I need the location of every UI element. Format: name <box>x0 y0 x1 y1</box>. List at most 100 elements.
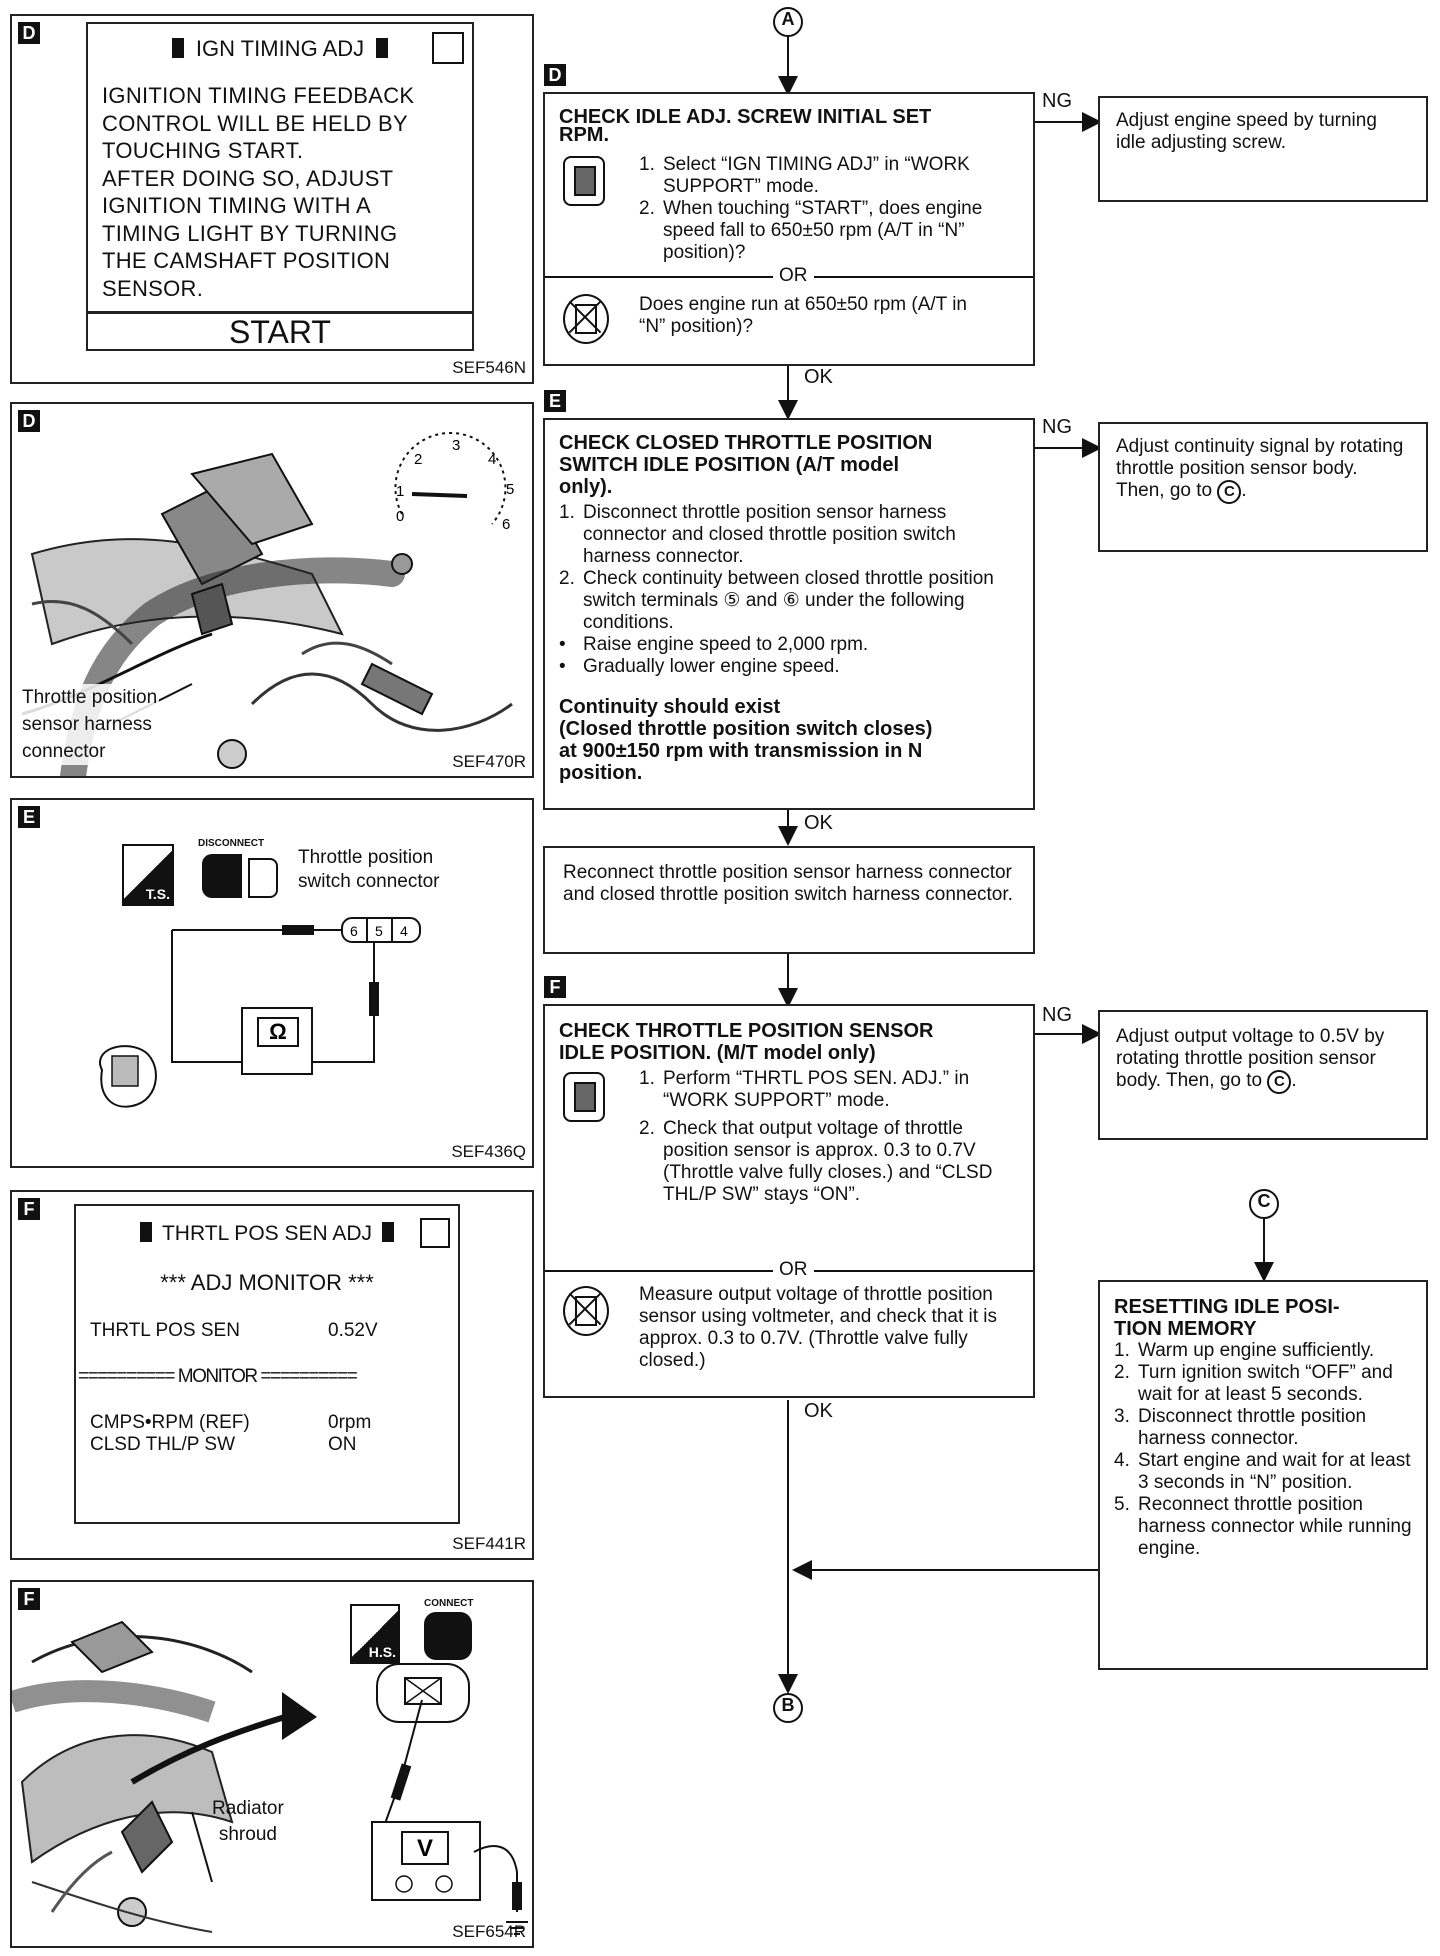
block-mark <box>140 1222 153 1242</box>
screen-message: IGNITION TIMING FEEDBACK CONTROL WILL BE… <box>102 82 414 302</box>
step-title: CHECK THROTTLE POSITION SENSOR IDLE POSI… <box>559 1020 933 1064</box>
sensor-value: 0.52V <box>328 1320 378 1341</box>
gauge-number: 2 <box>414 451 422 468</box>
step-item: 2.Check that output voltage of throttle … <box>639 1118 993 1205</box>
label-line: switch connector <box>298 871 440 892</box>
monitor-row: CLSD THL/P SW <box>90 1434 235 1456</box>
start-button[interactable]: START <box>86 311 474 351</box>
title-line: IDLE POSITION. (M/T model only) <box>559 1042 876 1064</box>
message-line: THE CAMSHAFT POSITION <box>102 248 391 273</box>
ok-label: OK <box>804 812 833 834</box>
engine-photo-illustration: 0 1 2 3 4 5 6 <box>21 432 514 776</box>
step-item: 1.Disconnect throttle position sensor ha… <box>559 502 956 567</box>
pin-number: 6 <box>350 923 358 939</box>
block-mark <box>171 38 184 58</box>
screen-title: IGN TIMING ADJ <box>195 36 365 61</box>
step-item: 1.Warm up engine sufficiently. <box>1114 1340 1375 1361</box>
panel-switch-connector: E T.S. DISCONNECT Throttle position swit… <box>10 798 534 1168</box>
connector-c-ref: C <box>1217 480 1242 504</box>
reconnect-box: Reconnect throttle position sensor harne… <box>543 846 1035 954</box>
step-item: 5.Reconnect throttle position harness co… <box>1114 1494 1412 1559</box>
consult-screen: IGN TIMING ADJ IGNITION TIMING FEEDBACK … <box>86 22 474 314</box>
checkbox-icon[interactable] <box>420 1218 450 1248</box>
step-list: 1.Perform “THRTL POS SEN. ADJ.” in “WORK… <box>639 1068 1019 1206</box>
voltmeter-symbol: V <box>417 1835 433 1862</box>
panel-voltage-check: V F H.S. CONNECT Radiator shroud SEF654R <box>10 1580 534 1948</box>
ng-action-text: . <box>1291 1070 1297 1091</box>
step-item: 1.Select “IGN TIMING ADJ” in “WORK SUPPO… <box>639 154 970 197</box>
tachometer-gauge: 0 1 2 3 4 5 6 <box>394 432 514 533</box>
step-item: 2.Check continuity between closed thrott… <box>559 568 994 633</box>
panel-thrtl-pos-sen-adj: F THRTL POS SEN ADJ *** ADJ MONITOR *** … <box>10 1190 534 1560</box>
monitor-value: 0rpm <box>328 1412 372 1433</box>
hs-label: H.S. <box>368 1644 396 1660</box>
monitor-label: CMPS•RPM (REF) <box>90 1412 250 1433</box>
pin-number: 5 <box>375 923 383 939</box>
figure-code: SEF546N <box>452 358 526 377</box>
checkbox-icon[interactable] <box>432 32 464 64</box>
monitor-row: CMPS•RPM (REF) <box>90 1412 250 1434</box>
step-title: CHECK CLOSED THROTTLE POSITION SWITCH ID… <box>559 432 932 498</box>
no-tool-icon <box>563 294 609 344</box>
title-line: only). <box>559 476 613 498</box>
step-f-ng-box: Adjust output voltage to 0.5V by rotatin… <box>1098 1010 1428 1140</box>
disconnect-connector-icon <box>248 858 278 898</box>
connector-c-ref: C <box>1267 1070 1292 1094</box>
step-tag: F <box>544 976 566 998</box>
consult-tool-icon <box>563 156 605 206</box>
flowchart-connectors <box>773 7 1279 1723</box>
label-line: sensor harness <box>22 714 152 735</box>
reconnect-text: Reconnect throttle position sensor harne… <box>563 862 1013 905</box>
step-list: 1.Disconnect throttle position sensor ha… <box>559 502 1027 678</box>
pin-number: 4 <box>400 923 408 939</box>
gauge-number: 6 <box>502 516 510 533</box>
screen-title-row: IGN TIMING ADJ <box>88 36 472 62</box>
ng-action-text: Adjust output voltage to 0.5V by rotatin… <box>1116 1026 1385 1091</box>
or-label: OR <box>773 1259 814 1281</box>
step-title: CHECK IDLE ADJ. SCREW INITIAL SET RPM. <box>559 106 931 146</box>
step-item: 2.When touching “START”, does engine spe… <box>639 198 983 263</box>
ng-label: NG <box>1042 1004 1072 1026</box>
hs-icon: H.S. <box>350 1604 400 1664</box>
monitor-value: ON <box>328 1434 357 1455</box>
title-line: TION MEMORY <box>1114 1318 1257 1340</box>
connector-a: A <box>781 9 795 29</box>
disconnect-connector-icon <box>202 854 242 898</box>
result-line: at 900±150 rpm with transmission in N <box>559 740 923 762</box>
monitor-divider: ========== MONITOR ========== <box>78 1366 358 1387</box>
ts-icon: T.S. <box>122 844 174 906</box>
title-line: CHECK IDLE ADJ. SCREW INITIAL SET <box>559 106 932 128</box>
connector-c: C <box>1257 1191 1271 1211</box>
gauge-number: 0 <box>396 508 404 525</box>
ts-label: T.S. <box>145 886 170 902</box>
resetting-idle-box: RESETTING IDLE POSI- TION MEMORY 1.Warm … <box>1098 1280 1428 1670</box>
result-line: (Closed throttle position switch closes) <box>559 718 933 740</box>
title-line: CHECK THROTTLE POSITION SENSOR <box>559 1020 934 1042</box>
message-line: AFTER DOING SO, ADJUST <box>102 165 394 191</box>
step-f-check-box: F CHECK THROTTLE POSITION SENSOR IDLE PO… <box>543 976 1035 1398</box>
ng-label: NG <box>1042 90 1072 112</box>
no-tool-icon <box>563 1286 609 1336</box>
adj-monitor-header: *** ADJ MONITOR *** <box>160 1270 374 1295</box>
ng-label: NG <box>1042 416 1072 438</box>
step-list: 1.Warm up engine sufficiently. 2.Turn ig… <box>1114 1340 1412 1560</box>
ng-action-text: Adjust continuity signal by rotating thr… <box>1116 436 1404 501</box>
gauge-number: 5 <box>506 481 514 498</box>
step-item: 1.Perform “THRTL POS SEN. ADJ.” in “WORK… <box>639 1068 970 1111</box>
callout-label: Throttle position switch connector <box>298 846 440 894</box>
monitor-label: CLSD THL/P SW <box>90 1434 236 1455</box>
step-e-check-box: E CHECK CLOSED THROTTLE POSITION SWITCH … <box>543 390 1035 810</box>
label-line: Throttle position <box>22 687 158 708</box>
step-item: •Gradually lower engine speed. <box>559 656 840 677</box>
ng-action-text: . <box>1241 480 1247 501</box>
step-tag: D <box>544 64 566 86</box>
title-line: RESETTING IDLE POSI- <box>1114 1296 1340 1318</box>
step-tag: E <box>544 390 566 412</box>
ohm-symbol: Ω <box>269 1019 287 1044</box>
message-line: IGNITION TIMING FEEDBACK <box>102 83 415 108</box>
screen-title-row: THRTL POS SEN ADJ <box>76 1222 458 1246</box>
block-mark <box>376 38 389 58</box>
connect-connector-icon <box>424 1612 472 1660</box>
panel-harness-photo: D 0 1 2 3 4 5 6 D Throttle position sens… <box>10 402 534 778</box>
callout-label: Throttle position sensor harness connect… <box>20 684 160 765</box>
